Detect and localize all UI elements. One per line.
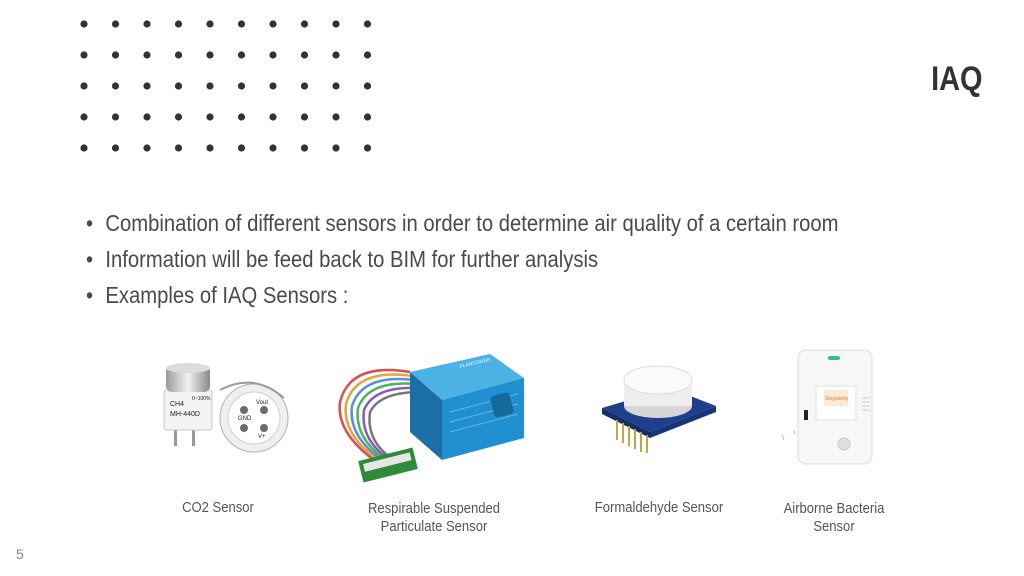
- decorative-dot: [363, 51, 372, 59]
- decorative-dot: [111, 144, 120, 152]
- decorative-dot: [206, 20, 214, 28]
- decorative-dot: [363, 20, 372, 28]
- decorative-dot: [363, 113, 372, 121]
- decorative-dot: [80, 51, 88, 59]
- decorative-dot: [237, 82, 246, 90]
- decorative-dot: [363, 144, 372, 152]
- decorative-dot: [332, 82, 340, 90]
- decorative-dot-grid: [80, 20, 372, 152]
- decorative-dot: [300, 20, 309, 28]
- decorative-dot: [80, 20, 88, 28]
- decorative-dot: [332, 144, 340, 152]
- bacteria-sensor-image: Singularity: [781, 349, 873, 465]
- decorative-dot: [300, 113, 309, 121]
- sensor-caption-particulate: Respirable Suspended Particulate Sensor: [367, 501, 501, 535]
- decorative-dot: [143, 20, 151, 28]
- co2-sensor-image: CH4 MH-440D 0~100% Vout GND V+: [163, 363, 289, 453]
- decorative-dot: [143, 144, 151, 152]
- decorative-dot: [269, 144, 277, 152]
- formaldehyde-sensor-image: [602, 365, 716, 453]
- decorative-dot: [269, 51, 277, 59]
- decorative-dot: [332, 113, 340, 121]
- decorative-dot: [237, 20, 246, 28]
- decorative-dot: [237, 51, 246, 59]
- decorative-dot: [300, 51, 309, 59]
- decorative-dot: [300, 82, 309, 90]
- decorative-dot: [332, 51, 340, 59]
- bullet-icon: •: [86, 246, 94, 272]
- svg-text:0~100%: 0~100%: [192, 396, 211, 402]
- sensor-caption-formaldehyde: Formaldehyde Sensor: [594, 500, 724, 516]
- decorative-dot: [269, 20, 277, 28]
- decorative-dot: [269, 82, 277, 90]
- decorative-dot: [206, 51, 214, 59]
- bullet-item: •Combination of different sensors in ord…: [86, 205, 839, 241]
- decorative-dot: [80, 144, 88, 152]
- svg-text:GND: GND: [238, 416, 252, 422]
- page-number: 5: [16, 546, 24, 562]
- decorative-dot: [269, 113, 277, 121]
- sensor-caption-bacteria: Airborne Bacteria Sensor: [783, 501, 885, 535]
- decorative-dot: [174, 20, 183, 28]
- decorative-dot: [206, 82, 214, 90]
- decorative-dot: [237, 144, 246, 152]
- svg-text:CH4: CH4: [170, 401, 184, 408]
- decorative-dot: [111, 20, 120, 28]
- svg-text:MH-440D: MH-440D: [170, 411, 200, 418]
- bullet-list: •Combination of different sensors in ord…: [86, 205, 941, 313]
- decorative-dot: [174, 51, 183, 59]
- bullet-icon: •: [86, 282, 94, 308]
- decorative-dot: [111, 113, 120, 121]
- particulate-sensor-image: PLANTOWER: [338, 354, 524, 483]
- decorative-dot: [80, 82, 88, 90]
- decorative-dot: [174, 82, 183, 90]
- decorative-dot: [143, 51, 151, 59]
- decorative-dot: [206, 113, 214, 121]
- decorative-dot: [111, 51, 120, 59]
- decorative-dot: [80, 113, 88, 121]
- decorative-dot: [111, 82, 120, 90]
- decorative-dot: [143, 82, 151, 90]
- decorative-dot: [174, 113, 183, 121]
- bullet-item: •Examples of IAQ Sensors :: [86, 277, 839, 313]
- slide-title: IAQ: [930, 60, 982, 98]
- decorative-dot: [363, 82, 372, 90]
- svg-text:Singularity: Singularity: [825, 396, 849, 402]
- svg-text:V+: V+: [258, 434, 266, 440]
- decorative-dot: [206, 144, 214, 152]
- decorative-dot: [300, 144, 309, 152]
- bullet-icon: •: [86, 210, 94, 236]
- decorative-dot: [143, 113, 151, 121]
- decorative-dot: [332, 20, 340, 28]
- decorative-dot: [237, 113, 246, 121]
- svg-text:Vout: Vout: [256, 400, 268, 406]
- decorative-dot: [174, 144, 183, 152]
- bullet-item: •Information will be feed back to BIM fo…: [86, 241, 839, 277]
- sensor-caption-co2: CO2 Sensor: [182, 500, 254, 516]
